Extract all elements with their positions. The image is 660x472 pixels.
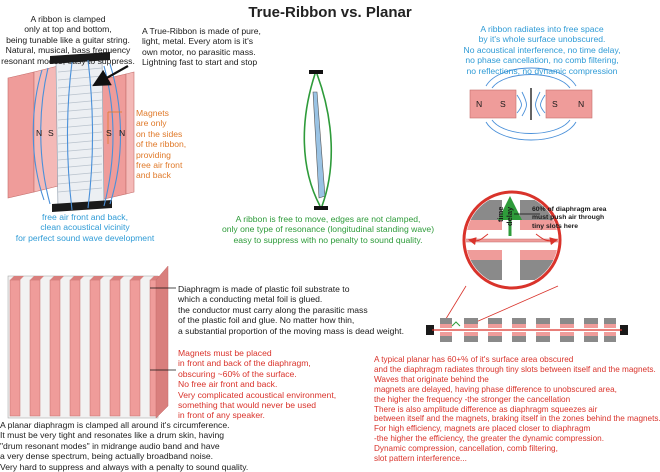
bottom-clamp: [52, 200, 112, 212]
ribbon-radiation-illustration: [469, 67, 593, 141]
ribbon-magnets-text: Magnets are only on the sides of the rib…: [136, 108, 187, 181]
ribbon-free-move-text: A ribbon is free to move, edges are not …: [221, 214, 435, 245]
planar-diaphragm-text: Diaphragm is made of plastic foil substr…: [178, 284, 404, 336]
delay-label: delay: [505, 206, 514, 226]
top-clamp: [50, 52, 110, 64]
planar-magnets-text: Magnets must be placed in front and back…: [178, 348, 337, 421]
pole-label-s-radiate-left: S: [500, 99, 506, 109]
ribbon-material-text: A True-Ribbon is made of pure, light, me…: [142, 26, 261, 68]
pole-label-s-left: S: [48, 128, 54, 138]
ribbon-radiates-text: A ribbon radiates into free space by it'…: [463, 24, 621, 76]
slot-zoom-illustration: [443, 190, 562, 323]
left-magnet: [7, 71, 35, 199]
pole-label-s-radiate-right: S: [552, 99, 558, 109]
pole-label-n-radiate-right: N: [578, 99, 585, 109]
zoom-note: 60% of diaphragm area must push air thro…: [532, 206, 607, 230]
vibrating-ribbon-illustration: [303, 70, 333, 210]
planar-obscured-text: A typical planar has 60+% of it's surfac…: [374, 355, 660, 464]
planar-clamped-text: A planar diaphragm is clamped all around…: [0, 420, 249, 472]
pole-label-n-right: N: [119, 128, 126, 138]
pole-label-n-radiate-left: N: [476, 99, 483, 109]
ribbon-free-air-text: free air front and back, clean acoustica…: [15, 212, 155, 243]
pole-label-n-left: N: [36, 128, 43, 138]
planar-magnet-array-illustration: [7, 265, 176, 419]
page-title: True-Ribbon vs. Planar: [248, 4, 412, 21]
right-magnet-side: [125, 71, 135, 195]
ribbon-clamped-text: A ribbon is clamped only at top and bott…: [1, 14, 135, 66]
pole-label-s-right: S: [106, 128, 112, 138]
planar-cross-section: [426, 318, 628, 342]
ribbon-assembly-illustration: [7, 52, 135, 212]
